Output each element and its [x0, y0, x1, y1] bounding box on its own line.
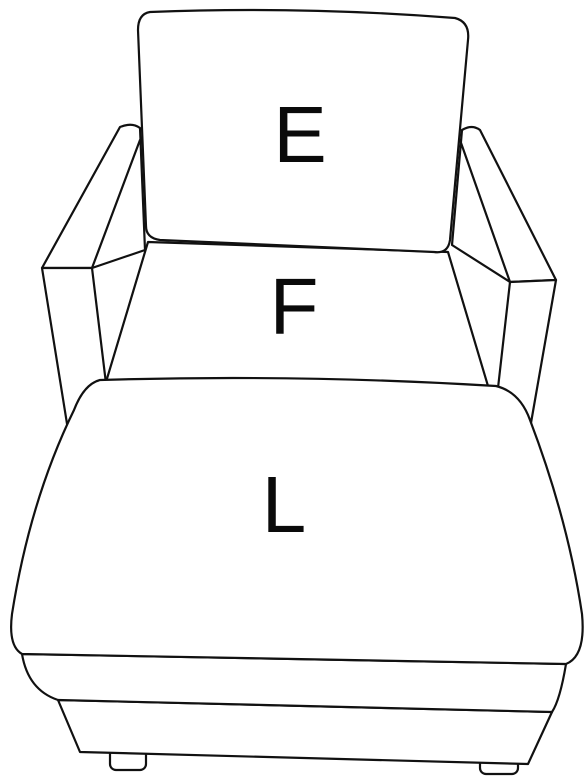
- label-f: F: [270, 262, 319, 351]
- label-l: L: [262, 460, 307, 549]
- footrest: [11, 378, 583, 774]
- label-e: E: [273, 90, 326, 179]
